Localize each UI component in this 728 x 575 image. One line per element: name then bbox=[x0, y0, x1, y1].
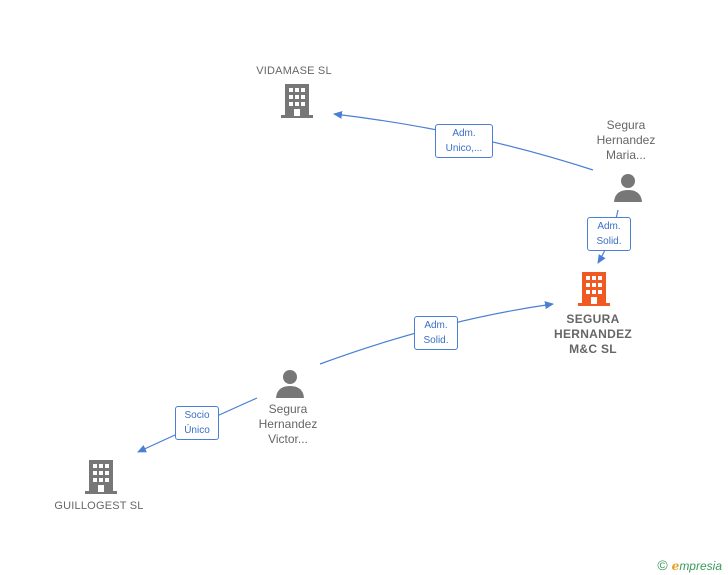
brand-footer: ©empresia bbox=[657, 557, 722, 573]
edge-label-maria-vidamase[interactable]: Adm. Unico,... bbox=[435, 124, 493, 158]
person-icon bbox=[614, 174, 642, 202]
node-label-segura-victor: Segura Hernandez Victor... bbox=[258, 402, 318, 446]
edge-label-victor-mc[interactable]: Adm. Solid. bbox=[414, 316, 458, 350]
node-label-guillogest: GUILLOGEST SL bbox=[54, 500, 144, 512]
edge-label-victor-guillogest[interactable]: Socio Único bbox=[175, 406, 219, 440]
node-label-segura-mc: SEGURA HERNANDEZ M&C SL bbox=[553, 312, 633, 356]
brand-logo-e: e bbox=[671, 559, 680, 573]
building-icon-focus bbox=[578, 272, 610, 306]
copyright-icon: © bbox=[657, 557, 668, 573]
node-label-segura-maria: Segura Hernandez Maria... bbox=[596, 118, 656, 162]
person-icon bbox=[276, 370, 304, 398]
brand-logo-text: mpresia bbox=[679, 559, 722, 573]
node-label-vidamase: VIDAMASE SL bbox=[256, 65, 332, 77]
edge-label-maria-mc[interactable]: Adm. Solid. bbox=[587, 217, 631, 251]
building-icon bbox=[281, 84, 313, 118]
building-icon bbox=[85, 460, 117, 494]
